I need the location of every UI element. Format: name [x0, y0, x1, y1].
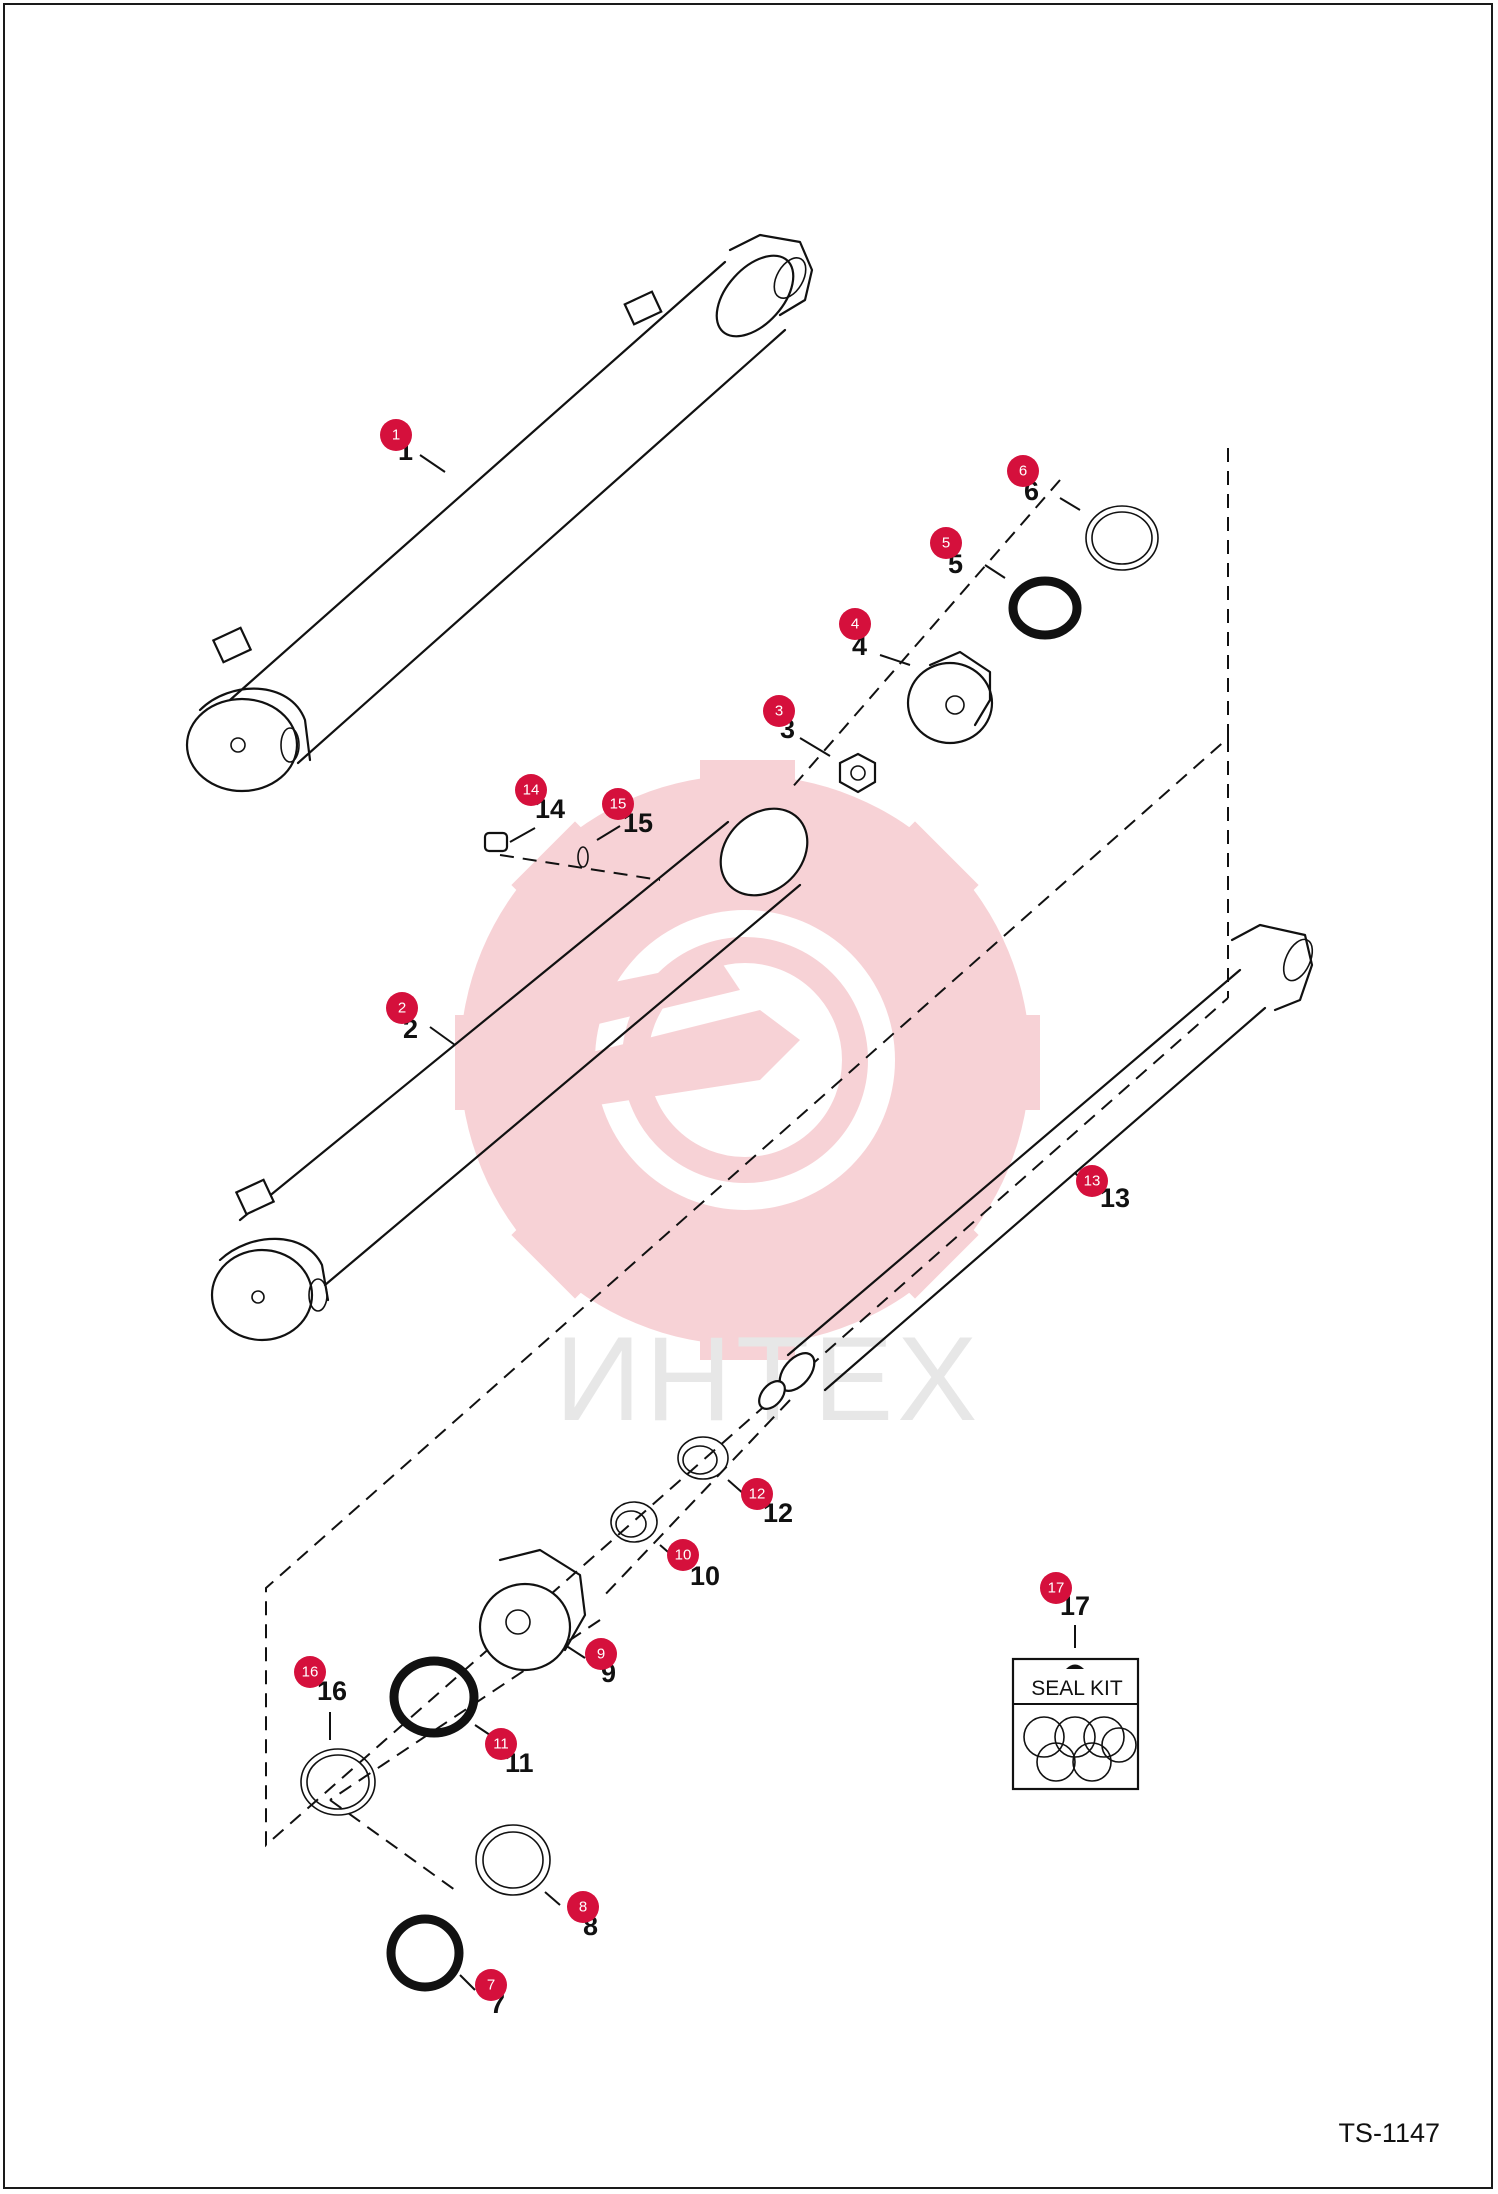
callout-badge-12: 12 — [741, 1478, 773, 1510]
svg-text:5: 5 — [942, 535, 950, 552]
part-17-seal-kit: SEAL KIT — [1011, 1625, 1140, 1791]
callout-badge-7: 7 — [475, 1969, 507, 2001]
svg-text:6: 6 — [1019, 463, 1027, 480]
svg-text:1: 1 — [392, 427, 400, 444]
part-5-o-ring — [1008, 576, 1082, 640]
svg-text:8: 8 — [579, 1899, 587, 1916]
svg-text:9: 9 — [597, 1646, 605, 1663]
svg-text:12: 12 — [749, 1486, 766, 1503]
part-6-backup-ring — [1085, 505, 1159, 571]
part-3-nut — [838, 752, 877, 794]
callout-badge-10: 10 — [667, 1539, 699, 1571]
callout-badge-16: 16 — [294, 1656, 326, 1688]
watermark-logo: ИНТЕХ — [455, 760, 1040, 1446]
seal-kit-label: SEAL KIT — [1031, 1677, 1123, 1700]
svg-text:4: 4 — [851, 616, 859, 633]
part-14-fitting — [483, 831, 509, 853]
callout-badge-4: 4 — [839, 608, 871, 640]
svg-text:14: 14 — [523, 782, 540, 799]
watermark-text: ИНТЕХ — [555, 1312, 981, 1446]
part-8-wiper — [475, 1824, 551, 1896]
svg-text:16: 16 — [302, 1664, 319, 1681]
svg-text:7: 7 — [487, 1977, 495, 1994]
svg-text:10: 10 — [675, 1547, 692, 1564]
part-4-piston — [906, 650, 994, 745]
figure-id: TS-1147 — [1338, 2118, 1440, 2148]
drawing-frame — [3, 3, 1493, 2189]
callout-badge-14: 14 — [515, 774, 547, 806]
callout-badge-11: 11 — [485, 1728, 517, 1760]
callout-badge-2: 2 — [386, 992, 418, 1024]
part-10-seal — [610, 1501, 658, 1543]
callout-badge-1: 1 — [380, 419, 412, 451]
part-16-backup-ring — [300, 1748, 376, 1816]
svg-text:15: 15 — [610, 796, 627, 813]
svg-text:17: 17 — [1048, 1580, 1065, 1597]
part-7-o-ring — [386, 1914, 464, 1992]
callout-badge-8: 8 — [567, 1891, 599, 1923]
part-11-o-ring — [389, 1656, 479, 1738]
part-1-cylinder-barrel — [185, 233, 814, 793]
part-12-seal — [677, 1436, 729, 1480]
callout-badge-3: 3 — [763, 695, 795, 727]
callout-badge-13: 13 — [1076, 1165, 1108, 1197]
callout-badge-17: 17 — [1040, 1572, 1072, 1604]
part-13-piston-rod — [758, 923, 1314, 1410]
callout-badge-5: 5 — [930, 527, 962, 559]
callout-badges: 1 2 3 4 5 6 7 8 9 10 11 12 13 14 15 16 1… — [294, 419, 1108, 2001]
part-number-10: 10 — [690, 1561, 720, 1591]
svg-text:11: 11 — [493, 1736, 509, 1753]
part-9-gland — [478, 1548, 587, 1672]
svg-text:13: 13 — [1084, 1173, 1101, 1190]
callout-badge-15: 15 — [602, 788, 634, 820]
seal-kit-rings-icon — [1023, 1716, 1137, 1782]
svg-text:3: 3 — [775, 703, 783, 720]
callout-badge-6: 6 — [1007, 455, 1039, 487]
part-2-barrel — [210, 807, 809, 1342]
part-15-o-ring — [577, 846, 589, 868]
callout-badge-9: 9 — [585, 1638, 617, 1670]
svg-text:2: 2 — [398, 1000, 406, 1017]
